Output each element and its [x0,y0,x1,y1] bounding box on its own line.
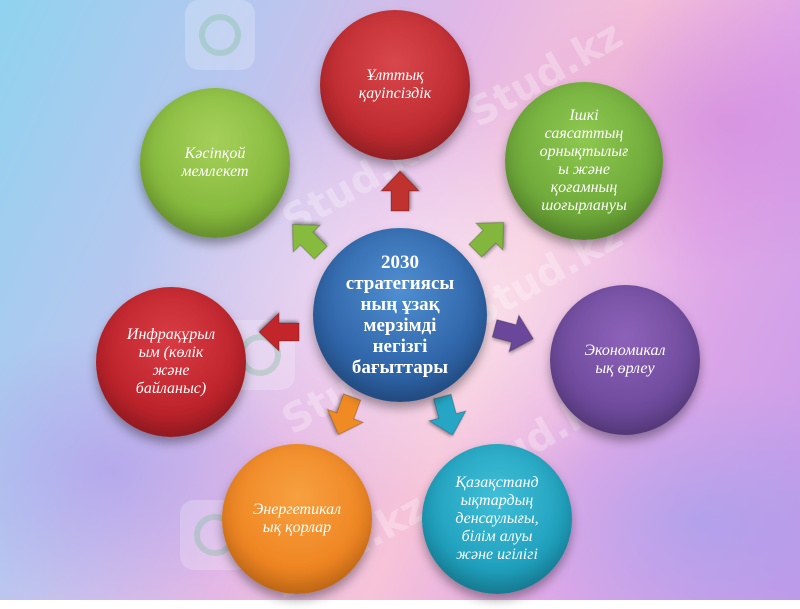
arrow-to-security [379,170,421,212]
label-line: Ұлттық [366,67,424,84]
label-line: және [152,362,190,379]
label-line: 2030 [381,252,419,273]
label-line: қоғамның [550,179,618,196]
label-line: Экономикал [584,342,666,359]
label-line: Инфрақұрыл [126,326,216,343]
label-line: ықтардың [460,492,534,509]
label-line: ы және [558,161,610,178]
label-line: стратегиясы [345,273,455,294]
label-line: денсаулығы, [455,510,539,527]
arrow-to-energy [326,393,365,436]
label-line: ның ұзақ [360,294,440,315]
arrow-to-infrastructure [258,311,300,353]
label-line: ым (көлік [138,344,204,361]
label-line: мемлекет [181,163,249,180]
label-line: Энергетикал [252,501,342,518]
label-line: білім алуы [461,528,533,545]
label-line: бағыттары [351,357,449,378]
label-line: Кәсіпқой [184,145,246,162]
label-line: мерзімді [363,315,437,336]
label-line: ық өрлеу [595,360,655,377]
label-line: шоғырлануы [541,197,627,214]
label-line: және игілігі [456,546,538,563]
arrow-to-stability [468,221,505,258]
arrow-to-professional-state [291,223,328,260]
label-line: Ішкі [569,107,599,124]
arrow-to-economy [491,313,534,353]
label-line: байланыс) [135,380,207,397]
label-line: Қазақстанд [455,474,539,491]
label-line: негізгі [372,336,428,357]
label-line: орнықтылығ [539,143,629,160]
arrow-to-health [427,393,467,436]
label-line: қауіпсіздік [358,85,432,102]
label-line: саясаттың [544,125,624,142]
label-line: ық қорлар [262,519,332,536]
